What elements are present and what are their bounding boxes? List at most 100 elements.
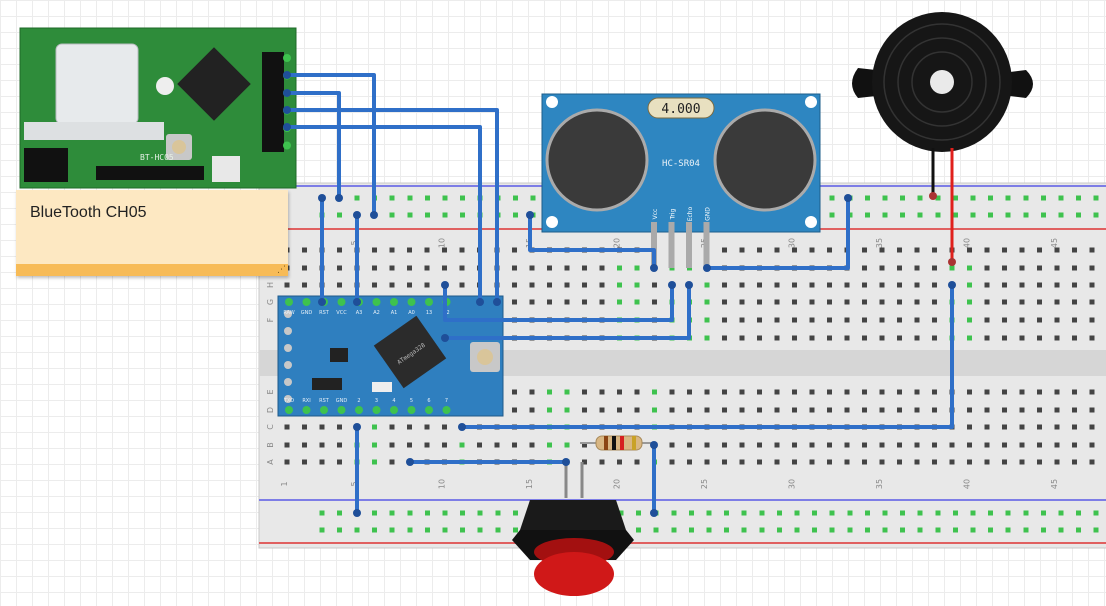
breadboard-hole <box>424 265 430 271</box>
breadboard-hole <box>984 442 990 448</box>
connected-hole <box>704 282 710 288</box>
rail-hole <box>689 527 694 533</box>
breadboard-hole <box>827 335 832 341</box>
buzzer-hole <box>930 70 954 94</box>
rail-hole <box>407 510 413 516</box>
arduino-crystal <box>312 378 342 390</box>
breadboard-hole <box>844 389 850 395</box>
arduino-top-pin <box>285 298 293 306</box>
rail-hole <box>618 510 624 516</box>
breadboard-hole <box>337 424 342 430</box>
connected-hole <box>967 335 972 341</box>
arduino-top-pin-label: RST <box>319 310 330 316</box>
wire-endpoint <box>353 509 361 517</box>
connected-hole <box>617 282 622 288</box>
breadboard-hole <box>1002 459 1007 465</box>
breadboard-hole <box>442 424 447 430</box>
rail-hole <box>1058 195 1064 201</box>
breadboard-hole <box>512 442 517 448</box>
breadboard-hole <box>914 389 920 395</box>
wire-endpoint <box>844 194 852 202</box>
rail-hole <box>372 510 377 516</box>
rail-hole <box>372 527 377 533</box>
breadboard-hole <box>809 389 815 395</box>
breadboard-hole <box>862 299 867 305</box>
breadboard-hole <box>827 282 832 288</box>
rail-hole <box>900 195 905 201</box>
breadboard-hole <box>792 442 797 448</box>
breadboard-hole <box>1002 299 1007 305</box>
bluetooth-button-cap <box>172 140 186 154</box>
connected-hole <box>704 335 710 341</box>
arduino-top-pin <box>302 298 311 306</box>
breadboard-hole <box>1072 335 1077 341</box>
breadboard-hole <box>1037 317 1042 323</box>
breadboard-hole <box>547 265 552 271</box>
breadboard-hole <box>599 265 605 271</box>
breadboard-hole <box>1037 265 1042 271</box>
rail-hole <box>442 195 448 201</box>
breadboard-hole <box>337 247 342 253</box>
breadboard-hole <box>582 407 587 413</box>
breadboard-hole <box>302 424 307 430</box>
breadboard-hole <box>967 459 972 465</box>
breadboard-hole <box>512 389 517 395</box>
wire-endpoint <box>335 194 343 202</box>
rail-hole <box>425 212 430 218</box>
breadboard-hole <box>284 459 290 465</box>
wire-endpoint <box>493 298 501 306</box>
rail-hole <box>442 510 448 516</box>
breadboard-hole <box>1054 407 1060 413</box>
breadboard-hole <box>914 317 920 323</box>
rail-hole <box>460 195 465 201</box>
rail-hole <box>953 510 958 516</box>
breadboard-hole <box>862 389 867 395</box>
rail-hole <box>741 527 747 533</box>
breadboard-hole <box>617 459 622 465</box>
breadboard-hole <box>722 389 727 395</box>
breadboard-hole <box>862 247 867 253</box>
breadboard-hole <box>1089 407 1095 413</box>
connected-hole <box>634 282 640 288</box>
breadboard-hole <box>1019 317 1025 323</box>
resistor-band <box>612 436 616 450</box>
rail-hole <box>460 510 465 516</box>
breadboard-hole <box>792 389 797 395</box>
wire-endpoint <box>353 423 361 431</box>
button-housing <box>520 500 626 530</box>
rail-hole <box>1093 212 1099 218</box>
column-label: 10 <box>438 238 447 248</box>
rail-hole <box>1076 527 1081 533</box>
ultrasonic-display: 4.000 <box>661 102 700 117</box>
rail-hole <box>724 510 729 516</box>
row-letter: H <box>266 282 275 288</box>
wire <box>285 91 341 200</box>
breadboard-hole <box>459 265 465 271</box>
arduino-top-pin-label: A2 <box>373 310 380 316</box>
rail-hole <box>970 510 976 516</box>
breadboard-hole <box>722 459 727 465</box>
breadboard-hole <box>967 247 972 253</box>
rail-hole <box>865 195 870 201</box>
button-cap <box>534 552 614 596</box>
breadboard-hole <box>757 407 762 413</box>
rail-hole <box>935 527 941 533</box>
breadboard-hole <box>844 442 850 448</box>
connected-hole <box>704 299 710 305</box>
breadboard-hole <box>809 299 815 305</box>
note-resize-handle[interactable]: ⋰ <box>277 265 286 275</box>
breadboard-hole <box>1089 247 1095 253</box>
column-label: 20 <box>613 238 622 248</box>
breadboard-hole <box>879 265 885 271</box>
rail-hole <box>337 510 342 516</box>
breadboard-hole <box>669 407 675 413</box>
breadboard-hole <box>844 299 850 305</box>
rail-hole <box>495 510 501 516</box>
breadboard-hole <box>1037 389 1042 395</box>
breadboard-hole <box>774 407 780 413</box>
column-label: 10 <box>438 479 447 489</box>
breadboard-hole <box>722 247 727 253</box>
bluetooth-note[interactable]: BlueTooth CH05 ⋰ <box>16 190 288 276</box>
breadboard-hole <box>669 442 675 448</box>
